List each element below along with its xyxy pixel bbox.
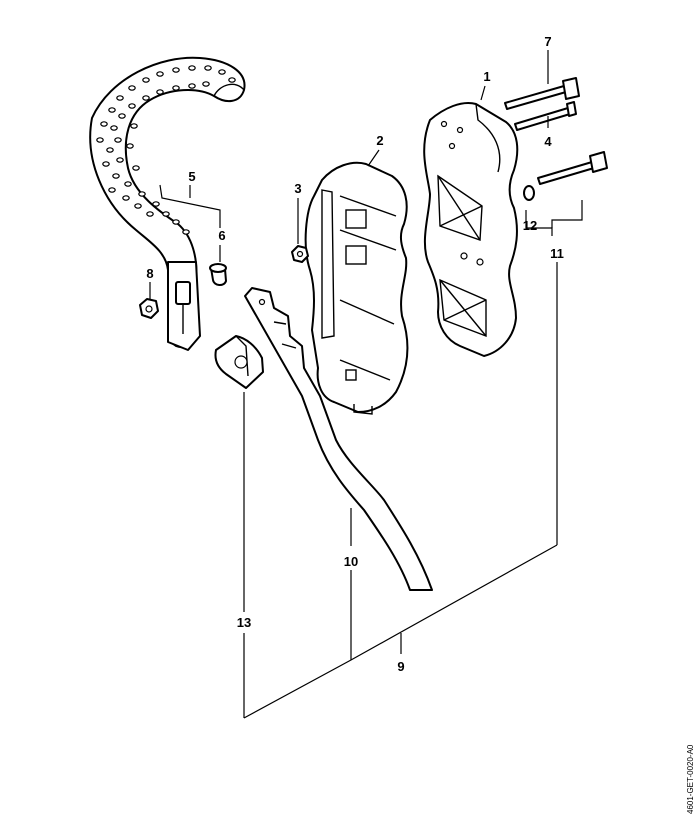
perforation-hole	[116, 157, 124, 163]
perforation-hole	[100, 121, 108, 127]
perforation-hole	[126, 143, 134, 149]
perforation-hole	[96, 137, 104, 143]
perforation-hole	[142, 95, 150, 101]
nut-part	[139, 298, 159, 319]
callout-11: 11	[550, 246, 564, 261]
perforation-hole	[172, 67, 180, 73]
perforation-hole	[106, 147, 114, 153]
callout-2: 2	[376, 133, 383, 148]
callout-10: 10	[344, 554, 358, 569]
perforation-hole	[110, 125, 118, 131]
perforation-hole	[172, 219, 180, 225]
ring-12	[523, 185, 535, 201]
callout-8: 8	[146, 266, 153, 281]
leader-lines	[149, 50, 583, 719]
perforation-hole	[156, 71, 164, 77]
callout-7: 7	[544, 34, 551, 49]
handle-part	[89, 56, 246, 351]
callout-1: 1	[483, 69, 490, 84]
perforation-hole	[172, 85, 180, 91]
perforation-hole	[114, 137, 122, 143]
perforation-hole	[152, 201, 160, 207]
perforation-hole	[138, 191, 146, 197]
screw-11	[537, 151, 608, 185]
callout-3: 3	[294, 181, 301, 196]
callout-12: 12	[523, 218, 537, 233]
perforation-hole	[146, 211, 154, 217]
callout-13: 13	[237, 615, 251, 630]
callout-9: 9	[397, 659, 404, 674]
perforation-hole	[108, 187, 116, 193]
housing-part	[423, 102, 519, 357]
perforation-hole	[202, 81, 210, 87]
perforation-hole	[128, 103, 136, 109]
bracket-part	[244, 287, 433, 591]
perforation-hole	[162, 211, 170, 217]
perforation-hole	[122, 195, 130, 201]
callout-5: 5	[188, 169, 195, 184]
perforation-hole	[142, 77, 150, 83]
perforation-hole	[156, 89, 164, 95]
perforation-hole	[204, 65, 212, 71]
perforation-hole	[102, 161, 110, 167]
perforation-hole	[182, 229, 190, 235]
callout-6: 6	[218, 228, 225, 243]
perforation-hole	[130, 123, 138, 129]
perforation-hole	[108, 107, 116, 113]
perforation-hole	[132, 165, 140, 171]
drawing-reference: 4601-GET-0020-A0	[686, 744, 695, 814]
perforation-hole	[218, 69, 226, 75]
screw-4	[514, 101, 577, 131]
screw-7	[504, 77, 580, 110]
knob-part	[214, 335, 264, 389]
perforation-hole	[228, 77, 236, 83]
perforation-hole	[116, 95, 124, 101]
perforation-hole	[188, 65, 196, 71]
perforation-hole	[188, 83, 196, 89]
perforation-hole	[112, 173, 120, 179]
small-nut-part	[291, 245, 309, 263]
sleeve-part	[209, 263, 227, 286]
mounting-plate-part	[304, 161, 409, 415]
perforation-hole	[118, 113, 126, 119]
perforation-hole	[124, 181, 132, 187]
callout-4: 4	[544, 134, 552, 149]
perforation-hole	[134, 203, 142, 209]
perforation-hole	[128, 85, 136, 91]
